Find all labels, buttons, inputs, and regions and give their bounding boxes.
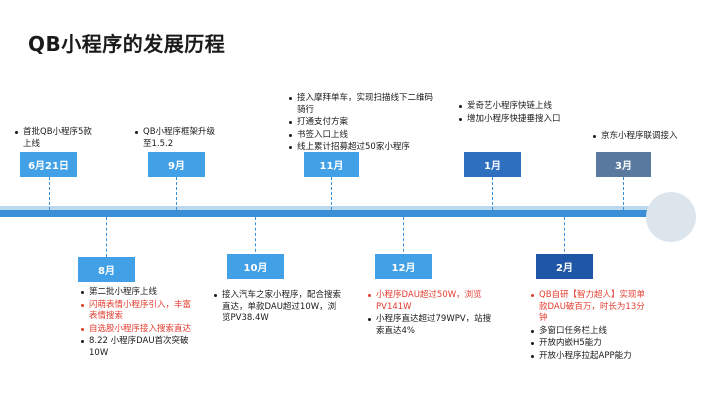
milestone-item: 接入汽车之家小程序，配合搜索直达，单款DAU超过10W，浏览PV38.4W xyxy=(213,290,343,325)
milestone-item: 书签入口上线 xyxy=(288,130,436,142)
milestone-item: 第二批小程序上线 xyxy=(80,287,192,299)
milestone-mar-box: 3月 xyxy=(596,152,651,177)
milestone-jun21-box: 6月21日 xyxy=(20,152,77,177)
milestone-aug-box: 8月 xyxy=(78,257,135,282)
milestone-dec-box: 12月 xyxy=(375,254,432,279)
milestone-nov-tick xyxy=(331,177,332,210)
timeline-bar xyxy=(0,210,672,217)
milestone-jan-box: 1月 xyxy=(464,152,521,177)
milestone-item: 开放内嵌H5能力 xyxy=(530,338,650,350)
milestone-feb-box: 2月 xyxy=(536,254,593,279)
milestone-nov-items: 接入摩拜单车，实现扫描线下二维码骑行打通支付方案书签入口上线线上累计招募超过50… xyxy=(288,93,436,155)
milestone-sep-box: 9月 xyxy=(148,152,205,177)
milestone-nov-box: 11月 xyxy=(304,152,359,177)
milestone-item: 小程序DAU超过50W，浏览PV141W xyxy=(367,290,495,313)
milestone-item: QB小程序框架升级至1.5.2 xyxy=(134,127,222,150)
milestone-oct-box: 10月 xyxy=(227,254,284,279)
milestone-item: 增加小程序快捷垂搜入口 xyxy=(458,114,564,126)
milestone-mar-tick xyxy=(623,177,624,210)
milestone-item: 闪萌表情小程序引入，丰富表情搜索 xyxy=(80,300,192,323)
milestone-feb-items: QB自研【智力超人】实现单款DAU破百万，时长为13分钟多窗口任务栏上线开放内嵌… xyxy=(530,290,650,363)
milestone-feb-tick xyxy=(564,217,565,257)
milestone-jan-tick xyxy=(492,177,493,210)
timeline-shadow xyxy=(0,206,672,210)
milestone-oct-items: 接入汽车之家小程序，配合搜索直达，单款DAU超过10W，浏览PV38.4W xyxy=(213,290,343,326)
milestone-oct-tick xyxy=(255,217,256,257)
milestone-item: 首批QB小程序5款上线 xyxy=(14,127,94,150)
milestone-item: 自选股小程序接入搜索直达 xyxy=(80,324,192,336)
milestone-aug-tick xyxy=(106,217,107,257)
milestone-item: 接入摩拜单车，实现扫描线下二维码骑行 xyxy=(288,93,436,116)
milestone-item: QB自研【智力超人】实现单款DAU破百万，时长为13分钟 xyxy=(530,290,650,325)
milestone-mar-items: 京东小程序联调接入 xyxy=(592,131,702,144)
milestone-item: 打通支付方案 xyxy=(288,117,436,129)
milestone-sep-tick xyxy=(176,177,177,210)
timeline-end-marker xyxy=(646,192,696,242)
milestone-dec-tick xyxy=(403,217,404,257)
page-title: QB小程序的发展历程 xyxy=(28,32,226,56)
milestone-jun21-tick xyxy=(49,177,50,210)
milestone-item: 小程序直达超过79WPV，站搜索直达4% xyxy=(367,314,495,337)
milestone-jun21-items: 首批QB小程序5款上线 xyxy=(14,127,94,151)
milestone-item: 多窗口任务栏上线 xyxy=(530,326,650,338)
milestone-item: 京东小程序联调接入 xyxy=(592,131,702,143)
milestone-item: 开放小程序拉起APP能力 xyxy=(530,351,650,363)
milestone-item: 8.22 小程序DAU首次突破10W xyxy=(80,336,192,359)
milestone-jan-items: 爱奇艺小程序快链上线增加小程序快捷垂搜入口 xyxy=(458,101,564,126)
milestone-sep-items: QB小程序框架升级至1.5.2 xyxy=(134,127,222,151)
milestone-item: 爱奇艺小程序快链上线 xyxy=(458,101,564,113)
milestone-item: 线上累计招募超过50家小程序 xyxy=(288,142,436,154)
